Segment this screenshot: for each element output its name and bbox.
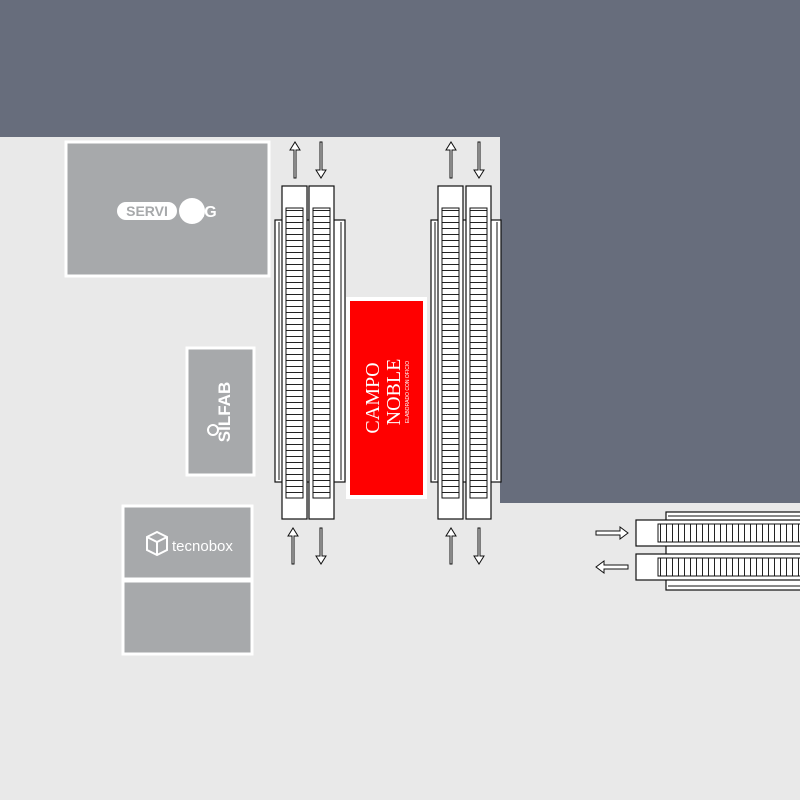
arrow-down-icon <box>315 527 327 565</box>
escalator-c[interactable] <box>595 511 800 591</box>
arrow-down-icon <box>315 141 327 179</box>
arrow-left-icon <box>595 560 629 574</box>
servipag-logo-pag: PAG <box>183 204 216 221</box>
campo-noble-logo: CAMPO NOBLE ELABORADO CON OFICIO <box>362 359 411 434</box>
atrium-void <box>0 0 800 503</box>
arrow-up-icon <box>287 527 299 565</box>
store-tecnobox[interactable]: tecnobox <box>121 504 254 581</box>
servipag-logo-servi: SERVI <box>126 203 168 219</box>
tecnobox-logo: tecnobox <box>172 538 233 555</box>
escalator-a[interactable] <box>274 141 346 565</box>
campo-noble-tagline: ELABORADO CON OFICIO <box>405 361 411 423</box>
arrow-up-icon <box>289 141 301 179</box>
arrow-down-icon <box>473 141 485 179</box>
escalator-b[interactable] <box>430 141 502 565</box>
silfab-logo: SILFAB <box>215 382 234 442</box>
store-servipag[interactable]: SERVI PAG <box>64 140 271 278</box>
campo-noble-line-1: CAMPO <box>362 362 384 433</box>
servipag-logo: SERVI PAG <box>117 198 217 224</box>
store-unlabeled[interactable] <box>121 579 254 656</box>
store-silfab[interactable]: SILFAB <box>185 346 256 477</box>
arrow-up-icon <box>445 527 457 565</box>
store-campo-noble[interactable]: CAMPO NOBLE ELABORADO CON OFICIO <box>346 297 427 499</box>
arrow-down-icon <box>473 527 485 565</box>
arrow-up-icon <box>445 141 457 179</box>
arrow-right-icon <box>595 526 629 540</box>
campo-noble-line-2: NOBLE <box>383 359 405 426</box>
silfab-logo-mark-icon <box>207 424 219 436</box>
cube-icon <box>146 530 168 557</box>
